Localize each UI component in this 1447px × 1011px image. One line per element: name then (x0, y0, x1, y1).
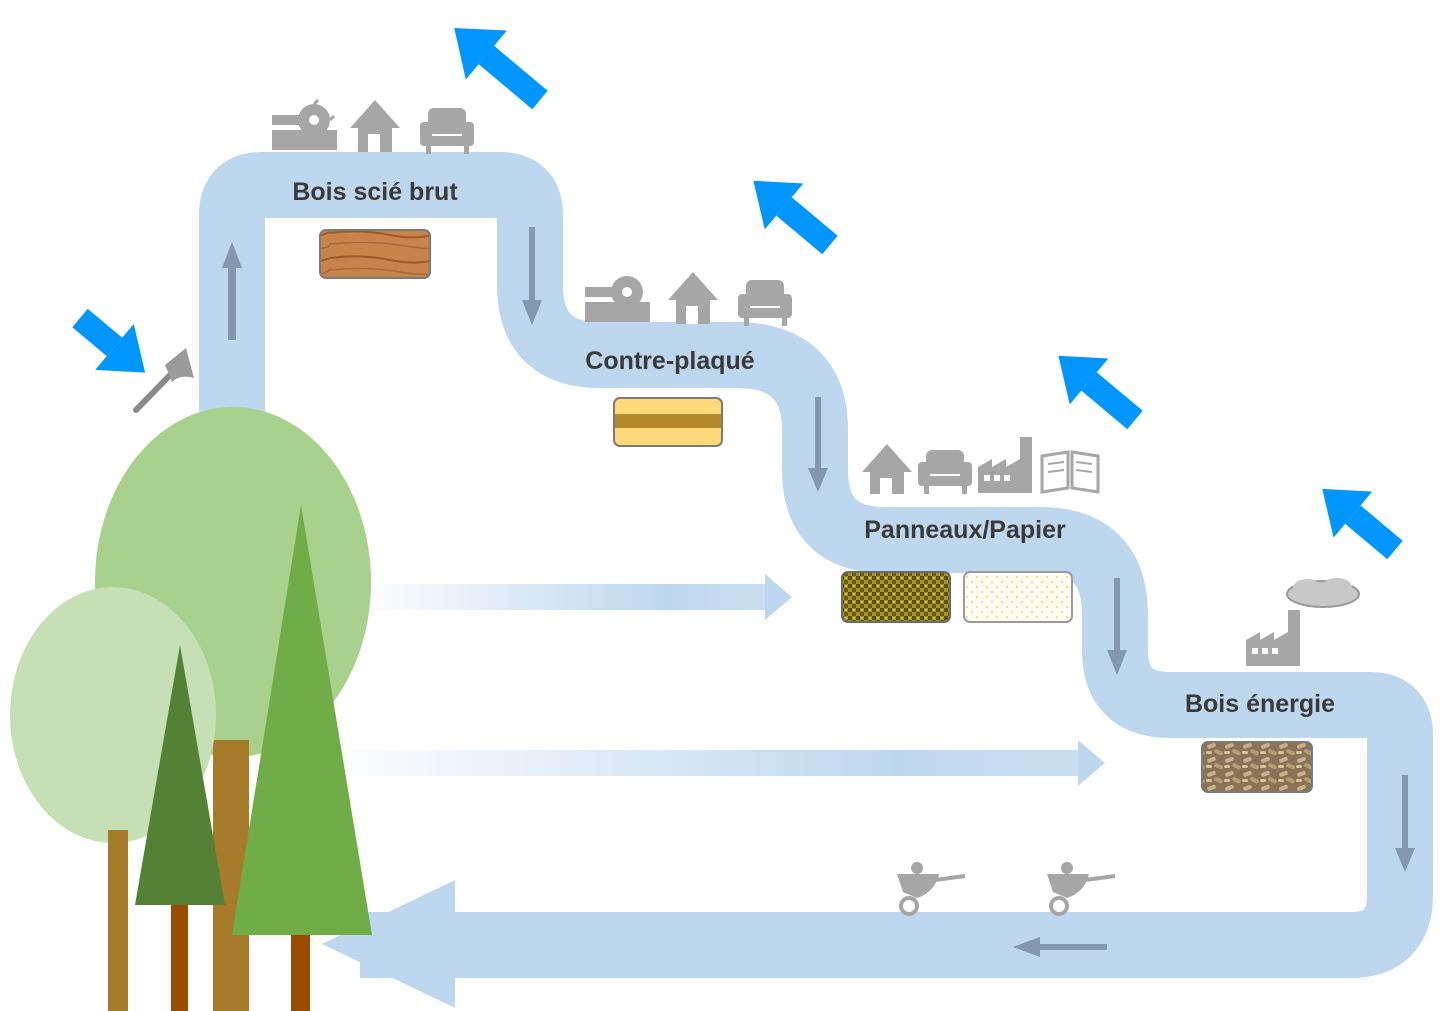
highlight-arrows (72, 28, 1403, 560)
highlight-arrow-4 (1322, 488, 1403, 560)
forest-to-panels-arrow (370, 574, 792, 620)
flow-direction-arrows (222, 227, 1415, 957)
armchair-icon (918, 450, 972, 494)
plywood-texture (613, 397, 723, 447)
stage-label-energy-wood: Bois énergie (1184, 690, 1336, 718)
armchair-icon (738, 280, 792, 326)
house-icon (862, 444, 912, 494)
flow-arrow-up (222, 242, 242, 340)
return-arrow-head (322, 880, 455, 1008)
wheelbarrow-icon (1047, 862, 1116, 916)
flow-arrow-left (1013, 937, 1107, 957)
particle-board-texture (841, 571, 951, 623)
armchair-icon (420, 108, 474, 154)
stage-label-sawn-wood: Bois scié brut (292, 178, 458, 206)
highlight-arrow-axe (72, 308, 146, 373)
paper-texture (963, 571, 1073, 623)
sawmill-icon (585, 276, 650, 322)
highlight-arrow-3 (1058, 355, 1143, 430)
flow-arrow-down-3 (1107, 578, 1127, 675)
smoke-cloud-icon (1286, 578, 1360, 608)
flow-arrow-down-1 (522, 227, 542, 325)
stage-label-panels-paper: Panneaux/Papier (864, 516, 1066, 544)
house-icon (668, 272, 718, 324)
axe-icon (133, 348, 194, 413)
forest (10, 407, 372, 1011)
raw-sawn-wood-texture (319, 229, 431, 279)
highlight-arrow-2 (753, 180, 838, 255)
house-icon (350, 100, 400, 152)
highlight-arrow-1 (454, 28, 548, 110)
stage-label-plywood: Contre-plaqué (585, 347, 755, 375)
forest-to-energy-arrow (345, 740, 1105, 786)
cascade-flow-band (199, 152, 1433, 978)
wheelbarrow-icon (897, 862, 966, 916)
wood-pellets-texture (1201, 741, 1313, 793)
factory-icon (978, 437, 1032, 493)
flow-arrow-down-2 (808, 397, 828, 492)
book-icon (1040, 450, 1100, 494)
factory-icon (1246, 610, 1300, 666)
sawmill-icon (272, 98, 337, 150)
flow-arrow-down-4 (1395, 775, 1415, 872)
